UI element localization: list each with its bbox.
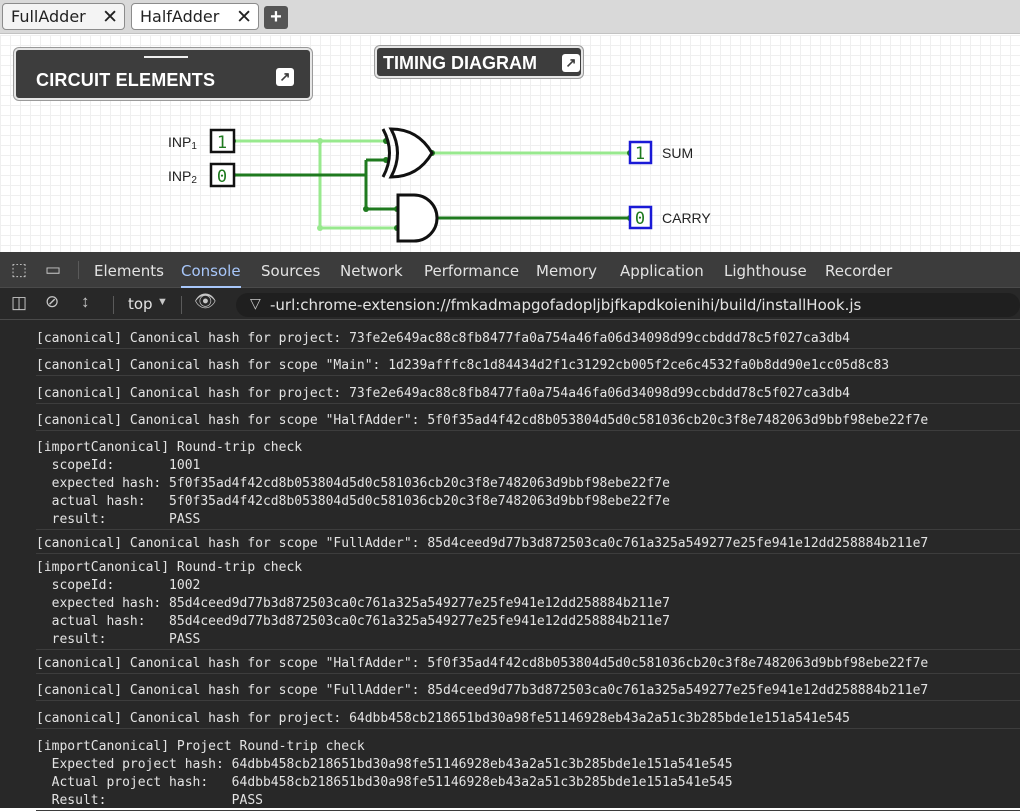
console-line: result: PASS: [36, 512, 201, 527]
console-message: [importCanonical] Round-trip check scope…: [36, 559, 1020, 650]
console-line: [canonical] Canonical hash for scope "Fu…: [36, 683, 929, 698]
console-line: [canonical] Canonical hash for scope "Ha…: [36, 413, 929, 428]
clear-console-icon[interactable]: ⊘: [45, 292, 60, 311]
tab-lighthouse[interactable]: Lighthouse: [724, 262, 807, 280]
console-line: [canonical] Canonical hash for scope "Fu…: [36, 536, 929, 551]
tab-halfadder-label: HalfAdder: [140, 7, 220, 26]
console-message: [importCanonical] Project Round-trip che…: [36, 738, 1020, 811]
console-line: [canonical] Canonical hash for project: …: [36, 386, 850, 401]
tab-elements[interactable]: Elements: [94, 262, 164, 280]
console-filter-input[interactable]: ▽ -url:chrome-extension://fmkadmapgofado…: [236, 293, 1020, 317]
expand-icon[interactable]: ↗: [562, 54, 580, 72]
console-message: [canonical] Canonical hash for scope "Ha…: [36, 412, 1020, 431]
console-line: actual hash: 5f0f35ad4f42cd8b053804d5d0c…: [36, 494, 670, 509]
console-toolbar: ◫ ⊘ ↕ top ▼ 👁 ▽ -url:chrome-extension://…: [0, 288, 1020, 320]
sidebar-toggle-icon[interactable]: ◫: [11, 293, 28, 312]
console-line: Actual project hash: 64dbb458cb218651bd3…: [36, 775, 733, 790]
and-gate: [396, 193, 439, 243]
console-message: [importCanonical] Round-trip check scope…: [36, 439, 1020, 530]
console-line: expected hash: 5f0f35ad4f42cd8b053804d5d…: [36, 476, 670, 491]
console-line: [importCanonical] Project Round-trip che…: [36, 739, 365, 754]
console-message: [canonical] Canonical hash for scope "Fu…: [36, 535, 1020, 554]
tab-fulladder[interactable]: FullAdder ✕: [2, 3, 125, 30]
console-line: [importCanonical] Round-trip check: [36, 440, 303, 455]
eye-icon[interactable]: 👁: [194, 291, 217, 311]
device-toolbar-icon[interactable]: ▭: [45, 260, 62, 279]
console-line: Result: PASS: [36, 793, 263, 808]
close-icon[interactable]: ✕: [236, 7, 252, 28]
tab-network[interactable]: Network: [340, 262, 403, 280]
tab-application[interactable]: Application: [620, 262, 704, 280]
filter-icon: ▽: [250, 295, 261, 311]
console-line: result: PASS: [36, 632, 201, 647]
output-label-sum: SUM: [662, 145, 693, 161]
circuit-elements-title: CIRCUIT ELEMENTS: [36, 70, 216, 90]
context-selector[interactable]: top: [128, 295, 153, 313]
add-tab-button[interactable]: +: [264, 6, 288, 29]
drag-handle[interactable]: [144, 56, 188, 58]
filter-value: -url:chrome-extension://fmkadmapgofadopl…: [270, 296, 862, 314]
expand-icon[interactable]: ↗: [276, 68, 294, 86]
console-line: Expected project hash: 64dbb458cb218651b…: [36, 757, 733, 772]
tab-performance[interactable]: Performance: [424, 262, 520, 280]
console-message: [canonical] Canonical hash for project: …: [36, 385, 1020, 404]
circuit-diagram: INP1 1 INP2 0 1 SUM 0 CARRY: [168, 127, 711, 243]
devtools-panel: ⬚ ▭ Elements Console Sources Network Per…: [0, 252, 1020, 811]
console-line: actual hash: 85d4ceed9d77b3d872503ca0c76…: [36, 614, 670, 629]
output-value-sum: 1: [635, 144, 645, 164]
console-line: scopeId: 1002: [36, 578, 201, 593]
console-line: expected hash: 85d4ceed9d77b3d872503ca0c…: [36, 596, 670, 611]
input-label-1: INP1: [168, 134, 197, 152]
chevron-down-icon[interactable]: ▼: [157, 296, 168, 308]
input-value-2: 0: [217, 167, 227, 187]
output-value-carry: 0: [635, 209, 645, 229]
tab-memory[interactable]: Memory: [536, 262, 598, 280]
output-probe-carry[interactable]: [628, 205, 653, 230]
timing-diagram-title: TIMING DIAGRAM: [383, 53, 537, 73]
close-icon[interactable]: ✕: [102, 7, 118, 28]
console-line: [canonical] Canonical hash for scope "Ma…: [36, 358, 890, 373]
filter-levels-icon[interactable]: ↕: [81, 292, 90, 311]
console-message: [canonical] Canonical hash for project: …: [36, 710, 1020, 729]
input-label-2: INP2: [168, 168, 197, 186]
wires-on: [233, 139, 630, 230]
tab-halfadder[interactable]: HalfAdder ✕: [131, 3, 259, 30]
console-message: [canonical] Canonical hash for scope "Fu…: [36, 682, 1020, 701]
console-message: [canonical] Canonical hash for scope "Ma…: [36, 357, 1020, 376]
tab-console[interactable]: Console: [181, 252, 241, 288]
tab-recorder[interactable]: Recorder: [825, 262, 893, 280]
input-value-1: 1: [217, 133, 227, 153]
console-line: [canonical] Canonical hash for project: …: [36, 331, 850, 346]
console-line: [canonical] Canonical hash for project: …: [36, 711, 850, 726]
console-line: [canonical] Canonical hash for scope "Ha…: [36, 656, 929, 671]
wires-off: [233, 158, 630, 220]
output-label-carry: CARRY: [662, 210, 711, 226]
devtools-tab-bar: ⬚ ▭ Elements Console Sources Network Per…: [0, 252, 1020, 288]
input-toggle-1[interactable]: [209, 128, 236, 154]
timing-diagram-panel[interactable]: TIMING DIAGRAM ↗: [375, 46, 583, 78]
inspect-element-icon[interactable]: ⬚: [11, 260, 28, 279]
console-line: [importCanonical] Round-trip check: [36, 560, 303, 575]
xor-gate: [381, 127, 434, 179]
console-line: scopeId: 1001: [36, 458, 201, 473]
tab-sources[interactable]: Sources: [261, 262, 321, 280]
console-message: [canonical] Canonical hash for project: …: [36, 330, 1020, 349]
console-messages: [canonical] Canonical hash for project: …: [0, 321, 1020, 811]
output-probe-sum[interactable]: [628, 140, 653, 165]
circuit-elements-panel[interactable]: CIRCUIT ELEMENTS ↗: [14, 48, 312, 100]
input-toggle-2[interactable]: [209, 162, 236, 188]
console-message: [canonical] Canonical hash for scope "Ha…: [36, 655, 1020, 674]
circuit-tab-bar: FullAdder ✕ HalfAdder ✕ +: [0, 0, 1020, 34]
tab-fulladder-label: FullAdder: [11, 7, 86, 26]
